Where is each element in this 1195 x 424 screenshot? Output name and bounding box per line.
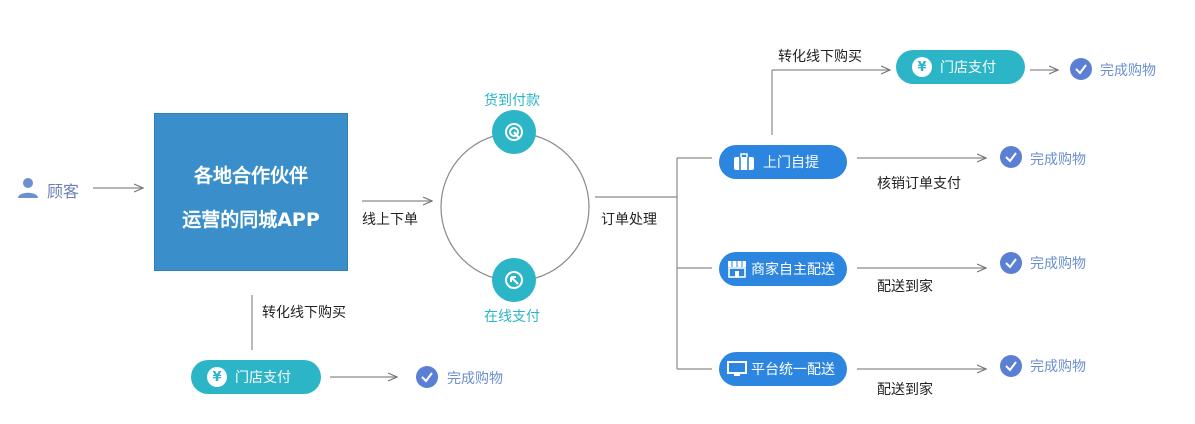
self-pickup-label: 上门自提 bbox=[763, 155, 819, 171]
cod-icon bbox=[492, 110, 536, 154]
store-pay-label-bottom: 门店支付 bbox=[235, 370, 291, 386]
self-pickup-node: 上门自提 bbox=[719, 145, 847, 179]
merchant-delivery-node: 商家自主配送 bbox=[719, 252, 847, 286]
shop-awning-icon bbox=[727, 260, 747, 278]
merchant-delivery-label: 商家自主配送 bbox=[751, 262, 835, 278]
monitor-icon bbox=[727, 360, 747, 378]
order-process-label: 订单处理 bbox=[601, 212, 657, 228]
partner-app-box: 各地合作伙伴 运营的同城APP bbox=[154, 113, 348, 271]
done-label-merchant: 完成购物 bbox=[1030, 256, 1086, 272]
done-label-platform: 完成购物 bbox=[1030, 359, 1086, 375]
verify-pay-label: 核销订单支付 bbox=[877, 176, 961, 192]
check-icon bbox=[1000, 252, 1022, 274]
check-icon bbox=[1000, 146, 1022, 168]
partner-title-line2: 运营的同城APP bbox=[182, 209, 320, 231]
offline-convert-label-top: 转化线下购买 bbox=[778, 49, 862, 65]
online-pay-label: 在线支付 bbox=[484, 309, 540, 325]
online-order-label: 线上下单 bbox=[362, 212, 418, 228]
offline-convert-label-bottom: 转化线下购买 bbox=[262, 305, 346, 321]
done-label-bottom: 完成购物 bbox=[447, 371, 503, 387]
online-pay-icon bbox=[492, 258, 536, 302]
check-icon bbox=[1070, 58, 1092, 80]
store-shelves-icon bbox=[733, 153, 755, 171]
customer-label: 顾客 bbox=[47, 182, 80, 201]
deliver-home-label-1: 配送到家 bbox=[877, 279, 933, 295]
deliver-home-label-2: 配送到家 bbox=[877, 382, 933, 398]
check-icon bbox=[416, 366, 438, 388]
done-label-pickup: 完成购物 bbox=[1030, 152, 1086, 168]
check-icon bbox=[1000, 355, 1022, 377]
cod-label: 货到付款 bbox=[484, 93, 540, 109]
done-label-top: 完成购物 bbox=[1100, 63, 1156, 79]
store-pay-label-top: 门店支付 bbox=[940, 60, 996, 76]
store-pay-node-top: ¥ 门店支付 bbox=[896, 50, 1025, 84]
platform-delivery-label: 平台统一配送 bbox=[751, 362, 835, 378]
yen-icon: ¥ bbox=[207, 367, 227, 387]
partner-title-line1: 各地合作伙伴 bbox=[193, 165, 308, 187]
platform-delivery-node: 平台统一配送 bbox=[719, 352, 847, 386]
yen-icon: ¥ bbox=[912, 57, 932, 77]
store-pay-node-bottom: ¥ 门店支付 bbox=[191, 360, 321, 394]
user-icon bbox=[16, 175, 40, 203]
